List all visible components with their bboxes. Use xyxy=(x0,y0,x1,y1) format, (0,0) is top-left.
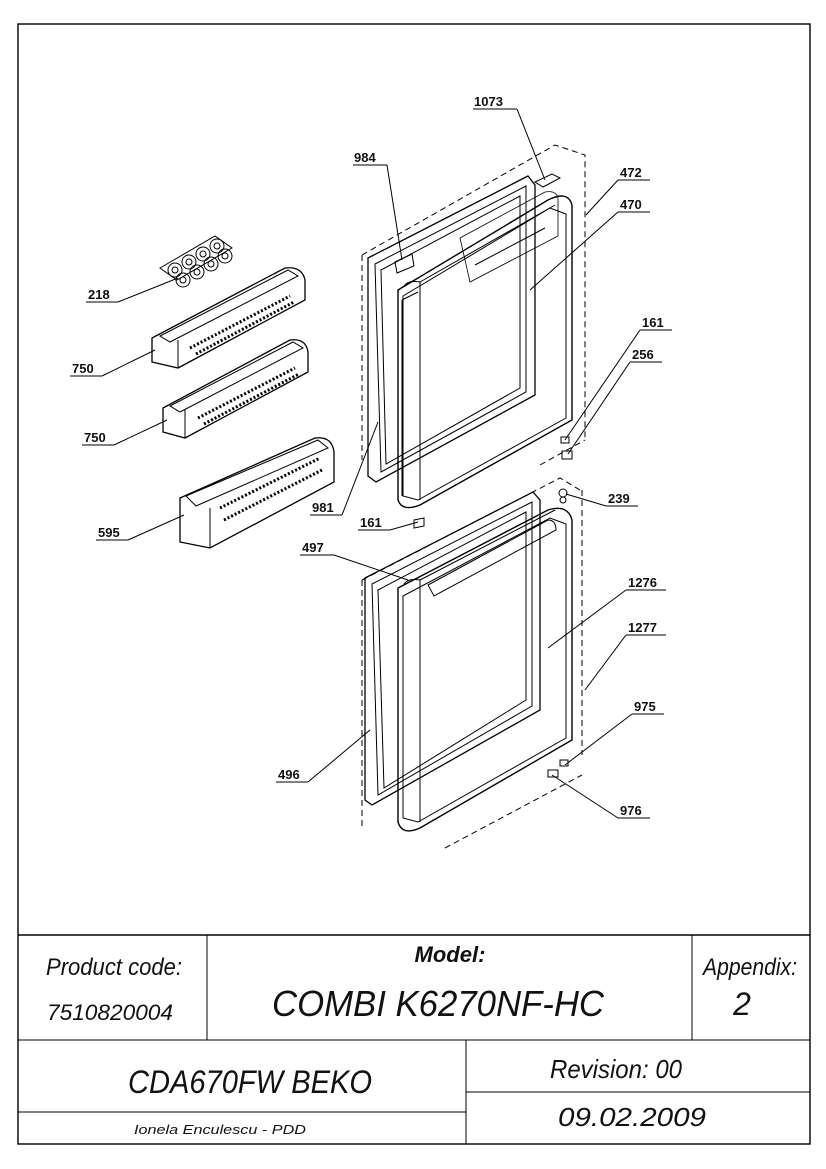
callout-label: 472 xyxy=(620,165,642,180)
model-label: Model: xyxy=(415,942,486,967)
shelf-595 xyxy=(179,437,335,549)
door-shelves xyxy=(151,235,335,549)
callout-label: 496 xyxy=(278,767,300,782)
callout-label: 1277 xyxy=(628,620,657,635)
appendix-label: Appendix: xyxy=(701,954,797,981)
title-block: Product code: 7510820004 Model: COMBI K6… xyxy=(46,942,797,1137)
callout-label: 470 xyxy=(620,197,642,212)
model-value: COMBI K6270NF-HC xyxy=(272,983,605,1024)
callout-label: 161 xyxy=(642,315,664,330)
callout-label: 1073 xyxy=(474,94,503,109)
callout-label: 595 xyxy=(98,525,120,540)
author: Ionela Enculescu - PDD xyxy=(134,1122,306,1137)
callout-label: 984 xyxy=(354,150,376,165)
sheet-border xyxy=(17,23,811,1145)
callout-label: 975 xyxy=(634,699,656,714)
callout-label: 750 xyxy=(72,361,94,376)
callout-label: 256 xyxy=(632,347,654,362)
shelf-750-middle xyxy=(162,339,309,439)
callout-label: 497 xyxy=(302,540,324,555)
callout-label: 981 xyxy=(312,500,334,515)
upper-door-assembly xyxy=(361,144,586,529)
egg-tray xyxy=(159,235,233,288)
title-block-frame xyxy=(18,934,810,1144)
product-code-label: Product code: xyxy=(46,954,182,981)
date: 09.02.2009 xyxy=(558,1102,706,1132)
callout-label: 161 xyxy=(360,515,382,530)
product-code-value: 7510820004 xyxy=(47,1000,173,1025)
callout-label: 750 xyxy=(84,430,106,445)
callout-label: 239 xyxy=(608,491,630,506)
callout-label: 976 xyxy=(620,803,642,818)
callout-label: 1276 xyxy=(628,575,657,590)
appendix-value: 2 xyxy=(732,986,751,1022)
callout-label: 218 xyxy=(88,287,110,302)
revision: Revision: 00 xyxy=(550,1054,682,1084)
product-name: CDA670FW BEKO xyxy=(128,1064,372,1100)
callout-leaders xyxy=(70,108,672,819)
callout-labels: 1073 984 472 470 218 161 750 256 750 981… xyxy=(72,94,664,818)
lower-door-assembly xyxy=(361,477,583,849)
shelf-750-top xyxy=(151,267,306,369)
